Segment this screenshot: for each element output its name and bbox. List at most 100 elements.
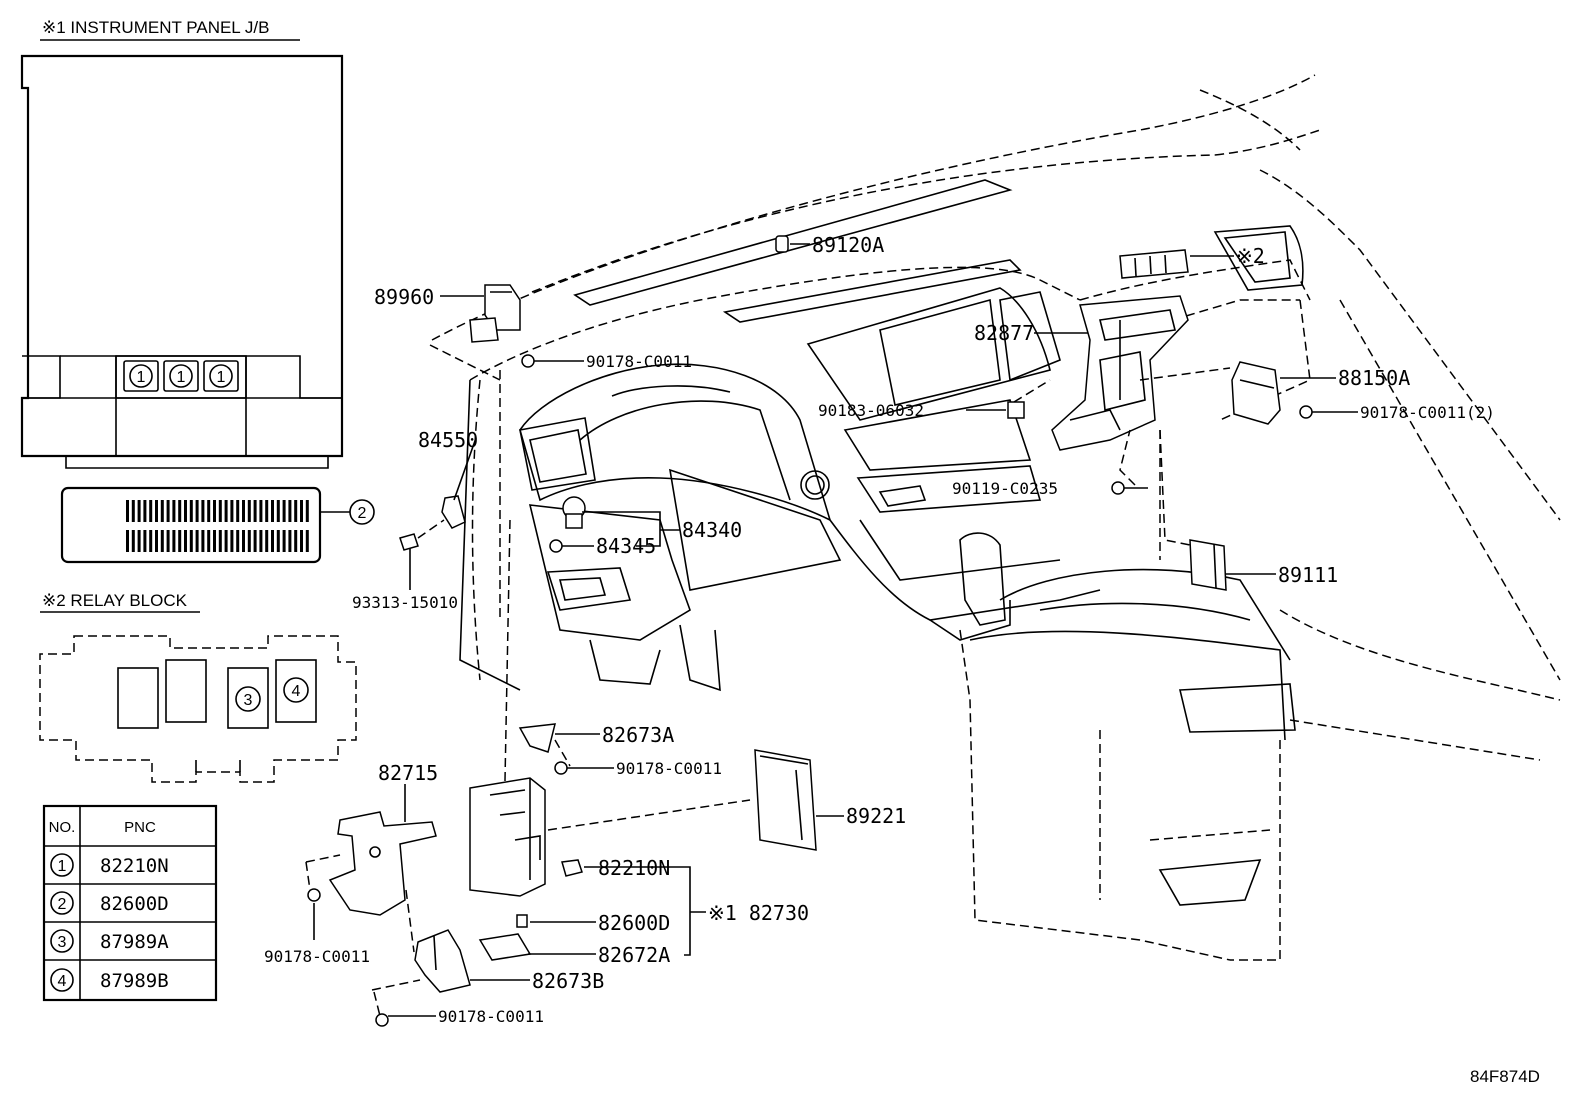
connector-pin xyxy=(282,500,286,522)
connector-pin xyxy=(224,500,228,522)
connector-pin xyxy=(160,500,164,522)
connector-pin xyxy=(271,530,274,552)
connector-pin xyxy=(201,500,205,522)
callout-90183: 90183-06032 xyxy=(818,401,924,420)
pnc-row-3: 3 87989A xyxy=(50,929,169,953)
callout-82673a: 82673A xyxy=(602,723,674,747)
callout-88150a: 88150A xyxy=(1338,366,1410,390)
connector-pin xyxy=(259,500,263,522)
connector-pin xyxy=(195,530,199,552)
connector-pin xyxy=(155,530,158,552)
nut-90178-left xyxy=(307,888,321,902)
callout-93313: 93313-15010 xyxy=(352,593,458,612)
pnc-table-header-pnc: PNC xyxy=(124,819,156,836)
callout-89960: 89960 xyxy=(374,285,434,309)
connector-pin xyxy=(126,530,129,552)
connector-pin xyxy=(224,530,228,552)
svg-text:4: 4 xyxy=(292,683,301,700)
relay-block xyxy=(39,635,357,783)
connector-pin xyxy=(265,530,269,552)
connector-pin xyxy=(207,530,211,552)
connector-pin xyxy=(276,530,280,552)
svg-text:1: 1 xyxy=(137,369,146,386)
svg-text:82210N: 82210N xyxy=(100,855,169,877)
part-88150a-shape xyxy=(1231,361,1281,425)
callout-82673b: 82673B xyxy=(532,969,604,993)
part-relay-shape xyxy=(1119,249,1189,279)
part-89111-shape xyxy=(1189,539,1227,591)
callout-relay-block: ※2 xyxy=(1236,244,1265,268)
callout-90178-bottom: 90178-C0011 xyxy=(438,1007,544,1026)
part-82715-shape xyxy=(328,811,437,916)
connector-pin xyxy=(166,500,170,522)
nut-90178-top xyxy=(521,354,535,368)
part-93313-shape xyxy=(399,533,419,590)
part-82730-shape xyxy=(469,777,546,897)
connector-pin xyxy=(137,530,141,552)
connector-pin xyxy=(247,530,251,552)
dashed-guides xyxy=(305,299,1300,1017)
connector-pin xyxy=(294,500,298,522)
part-84345-shape xyxy=(549,539,563,553)
part-90183-shape xyxy=(1007,401,1025,419)
callout-90178-left: 90178-C0011 xyxy=(264,947,370,966)
nut-90178-mid xyxy=(554,761,568,775)
connector-pin xyxy=(172,500,176,522)
pnc-row-1: 1 82210N xyxy=(50,853,169,877)
part-89960-shape xyxy=(469,284,521,343)
connector-pin xyxy=(189,530,193,552)
connector-pin xyxy=(247,500,251,522)
connector-pin xyxy=(155,500,158,522)
callout-82877: 82877 xyxy=(974,321,1034,345)
callout-82600d: 82600D xyxy=(598,911,670,935)
connector-pin xyxy=(230,500,234,522)
pnc-row-4: 4 87989B xyxy=(50,968,169,992)
svg-text:87989B: 87989B xyxy=(100,970,169,992)
connector-pin xyxy=(288,530,292,552)
connector-pin xyxy=(236,530,240,552)
part-84550-shape xyxy=(441,495,466,529)
connector-pin xyxy=(294,530,298,552)
svg-text:1: 1 xyxy=(217,369,226,386)
nut-90178-right xyxy=(1299,405,1313,419)
connector-pin xyxy=(149,500,153,522)
dashboard-outline xyxy=(429,74,1561,961)
svg-text:4: 4 xyxy=(58,973,67,990)
instrument-panel-jb xyxy=(20,54,344,469)
connector-pin xyxy=(230,530,234,552)
svg-text:82600D: 82600D xyxy=(100,893,169,915)
part-82600d-shape xyxy=(516,914,528,928)
connector-pin xyxy=(305,500,309,522)
callout-84550: 84550 xyxy=(418,428,478,452)
connector-pin xyxy=(300,530,303,552)
connector-pin xyxy=(242,530,245,552)
svg-text:3: 3 xyxy=(58,934,67,951)
part-82673a-shape xyxy=(518,723,556,753)
callout-90178-mid: 90178-C0011 xyxy=(616,759,722,778)
part-82672a-shape xyxy=(478,933,532,961)
connector-pin xyxy=(253,530,257,552)
callout-82715: 82715 xyxy=(378,761,438,785)
connector-pin xyxy=(195,500,199,522)
connector-pin xyxy=(149,530,153,552)
leader-lines xyxy=(313,243,1358,1017)
part-89221-shape xyxy=(754,749,817,851)
jb-connector-marker: 2 xyxy=(358,505,367,522)
connector-pin xyxy=(126,500,129,522)
relay-inset-title: ※2 RELAY BLOCK xyxy=(42,591,188,610)
connector-pin xyxy=(213,530,216,552)
connector-pin xyxy=(276,500,280,522)
connector-pin xyxy=(282,530,286,552)
pnc-table: NO. PNC 1 82210N 2 82600D 3 87989A 4 879… xyxy=(42,804,218,1002)
svg-text:3: 3 xyxy=(244,692,253,709)
connector-pin xyxy=(242,500,245,522)
svg-text:87989A: 87989A xyxy=(100,931,169,953)
connector-pin xyxy=(143,530,147,552)
jb-fuse-slot-3: 1 xyxy=(203,360,239,392)
relay-marker-4: 4 xyxy=(283,677,309,703)
jb-fuse-slot-2: 1 xyxy=(163,360,199,392)
relay-marker-3: 3 xyxy=(235,686,261,712)
connector-pin xyxy=(137,500,141,522)
connector-pin xyxy=(213,500,216,522)
